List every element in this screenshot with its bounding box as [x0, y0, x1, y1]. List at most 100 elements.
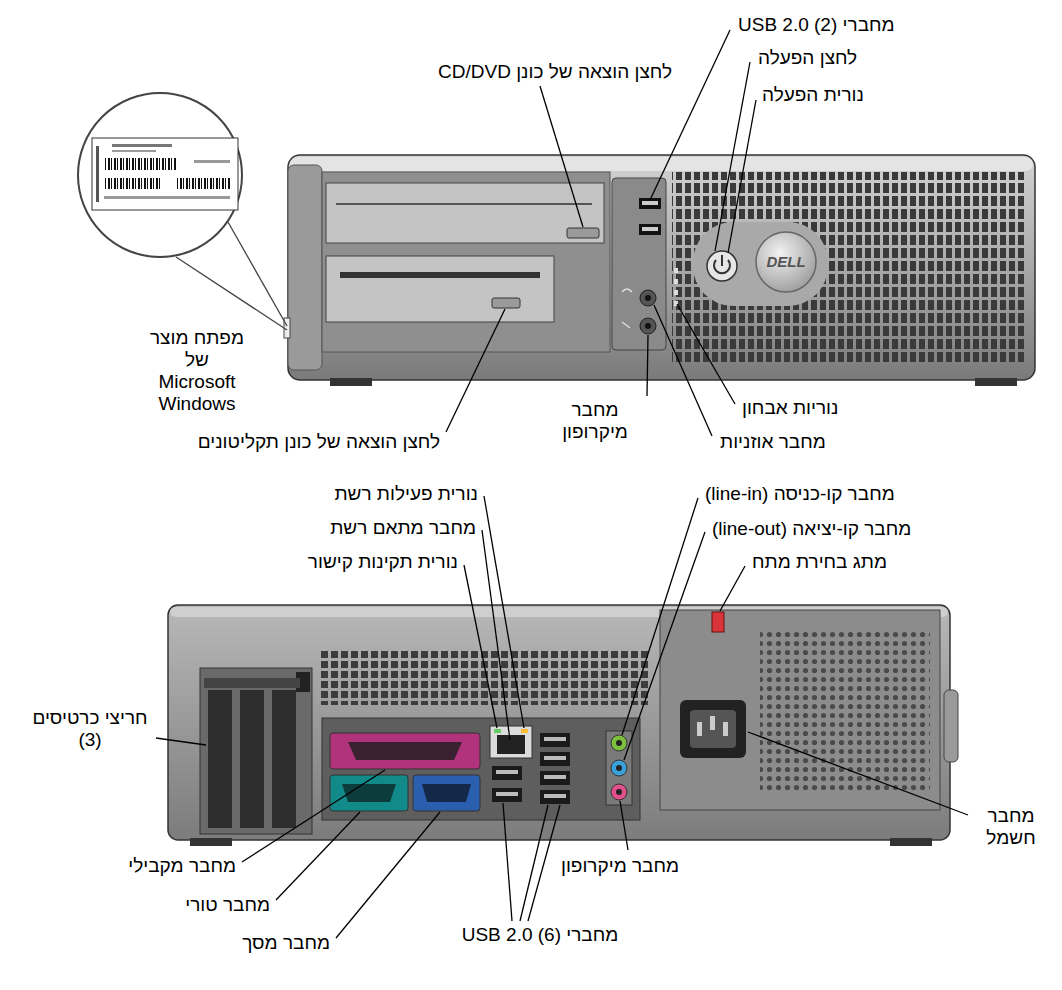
- rear-io-panel-part: [490, 726, 532, 758]
- rear-io-panel-part: [606, 731, 632, 805]
- product-key-zoom-part: [92, 138, 238, 210]
- back-chassis-part: [190, 838, 232, 846]
- dell-logo-badge-part: [756, 232, 816, 292]
- front-io-panel-part: [639, 224, 661, 235]
- floppy-drive-part: [326, 256, 554, 322]
- leader-lines-part: [276, 812, 360, 900]
- leader-lines-part: [622, 498, 698, 735]
- card-slots-part: [200, 668, 312, 834]
- callout-label: מחברי USB 2.0 (6): [462, 924, 619, 946]
- leader-lines-part: [464, 565, 497, 728]
- leader-lines-part: [728, 100, 756, 253]
- callout-label: מחברי USB 2.0 (2): [738, 14, 895, 36]
- rear-io-panel-part: [494, 729, 501, 733]
- front-io-panel-part: [640, 290, 656, 306]
- front-io-panel-part: [642, 201, 658, 205]
- callout-label: מחבר חשמל: [975, 805, 1047, 849]
- rear-io-panel-part: [492, 766, 522, 780]
- rear-io-panel-part: [497, 735, 525, 754]
- callout-label: לחצן הוצאה של כונן CD/DVD: [438, 61, 672, 83]
- product-key-zoom-part: [104, 196, 230, 199]
- callout-label: מחבר קו-כניסה (line-in): [705, 483, 895, 505]
- rear-io-panel-part: [544, 775, 566, 779]
- card-slots-part: [204, 678, 236, 688]
- cd-dvd-drive: [326, 183, 604, 243]
- callout-label: נורית פעילות רשת: [334, 483, 478, 505]
- front-chassis-part: [322, 172, 610, 352]
- front-io-panel-part: [640, 318, 656, 334]
- rear-io-panel-part: [616, 740, 622, 746]
- front-chassis-part: [693, 222, 828, 306]
- leader-lines-part: [654, 305, 712, 436]
- front-chassis-part: [290, 157, 1033, 171]
- leader-lines-part: [540, 86, 583, 227]
- power-button: [707, 251, 737, 281]
- card-slots-part: [236, 678, 268, 688]
- rear-io-panel-part: [544, 756, 566, 760]
- callout-label: מפתח מוצר של Microsoft Windows: [147, 327, 247, 414]
- front-io-panel-part: [622, 289, 632, 328]
- callout-label: מתג בחירת מתח: [752, 551, 887, 573]
- power-supply: [660, 610, 940, 810]
- rear-io-panel-part: [544, 737, 566, 741]
- power-button-part: [721, 255, 723, 266]
- rear-io-panel-part: [540, 790, 570, 804]
- power-supply-part: [712, 612, 724, 632]
- callout-label: מחבר מתאם רשת: [330, 517, 476, 539]
- power-supply-part: [697, 722, 702, 736]
- leader-lines-part: [156, 738, 206, 745]
- power-supply-part: [723, 722, 728, 736]
- callout-label: נורית תקינות קישור: [308, 551, 458, 573]
- card-slots: [200, 668, 312, 834]
- front-chassis-part: [975, 378, 1017, 386]
- callout-label: לחצן הפעלה: [758, 47, 857, 69]
- leader-lines-part: [242, 770, 385, 862]
- brand-logo-text: DELL: [766, 253, 805, 270]
- rear-io-panel-part: [496, 792, 518, 796]
- back-chassis: [168, 605, 958, 846]
- product-key-zoom-part: [112, 144, 172, 147]
- back-chassis-part: [168, 605, 950, 840]
- front-io-panel: [612, 178, 678, 350]
- product-key-zoom-part: [78, 93, 242, 257]
- rear-io-panel-part: [611, 784, 627, 800]
- rear-io-panel-part: [348, 742, 462, 760]
- back-chassis-part: [890, 838, 932, 846]
- callout-label: מחבר טורי: [185, 894, 270, 916]
- rear-io-panel-part: [422, 784, 471, 802]
- product-key-zoom-part: [104, 158, 176, 170]
- rear-io-panel: [322, 718, 640, 820]
- callout-label: מחבר מיקרופון: [550, 399, 640, 443]
- power-button-part: [707, 251, 737, 281]
- rear-io-panel-part: [611, 760, 627, 776]
- back-chassis-part: [320, 650, 650, 705]
- callout-label: נורית הפעלה: [762, 84, 864, 106]
- rear-io-panel-part: [413, 775, 480, 811]
- product-key-zoom-part: [104, 178, 160, 189]
- front-io-panel-part: [674, 279, 678, 284]
- cd-dvd-drive-part: [326, 183, 604, 243]
- power-supply-part: [690, 710, 736, 748]
- leader-lines-part: [748, 732, 968, 815]
- rear-io-panel-part: [544, 794, 566, 798]
- leader-lines-part: [715, 62, 750, 251]
- rear-io-panel-part: [540, 771, 570, 785]
- product-key-zoom-part: [112, 150, 156, 152]
- rear-io-panel-part: [540, 752, 570, 766]
- front-io-panel-part: [645, 295, 651, 301]
- card-slots-part: [208, 690, 232, 828]
- product-key-zoom-part: [176, 178, 230, 189]
- callout-label: מחבר מיקרופון: [561, 855, 679, 877]
- leader-lines-part: [528, 805, 560, 921]
- callout-label: לחצן הוצאה של כונן תקליטונים: [198, 431, 440, 453]
- leader-lines-part: [620, 801, 628, 850]
- callout-label: נוריות אבחון: [742, 397, 838, 419]
- rear-io-panel-part: [521, 729, 528, 733]
- floppy-drive-part: [492, 298, 520, 308]
- cd-dvd-drive-part: [567, 228, 599, 238]
- leader-lines-part: [650, 30, 730, 200]
- card-slots-part: [240, 690, 264, 828]
- power-supply-part: [710, 716, 715, 730]
- front-chassis: [284, 155, 1035, 386]
- rear-io-panel-part: [492, 788, 522, 802]
